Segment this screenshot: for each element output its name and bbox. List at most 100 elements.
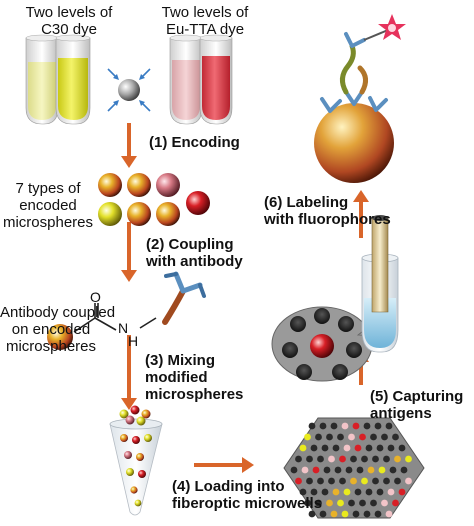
microwell <box>361 477 368 485</box>
c30-label-line1: Two levels of <box>25 4 113 21</box>
step-3-label: (3) Mixing modified microspheres <box>145 352 243 403</box>
microwell <box>385 510 393 518</box>
microwell <box>370 499 377 507</box>
microwell <box>394 455 401 463</box>
types-line1: 7 types of <box>15 180 81 197</box>
microwell <box>352 422 360 430</box>
microwell <box>308 510 316 518</box>
microwell <box>321 488 329 496</box>
microwell <box>345 466 353 474</box>
microwell <box>361 455 368 463</box>
microwell <box>310 488 318 496</box>
c30-label-line2: C30 dye <box>41 21 97 38</box>
microwell <box>337 433 344 441</box>
microwell <box>356 466 364 474</box>
microwell <box>359 499 366 507</box>
microwell <box>323 466 331 474</box>
types-line3: microspheres <box>2 214 94 231</box>
microwell <box>332 444 340 452</box>
microwell <box>315 499 322 507</box>
microwell <box>343 488 351 496</box>
microwell <box>295 477 302 485</box>
seven-types-label: 7 types of encoded microspheres <box>0 180 96 231</box>
microwell <box>319 510 327 518</box>
microwell <box>405 477 412 485</box>
microwell <box>317 477 324 485</box>
step-5-line1: (5) Capturing <box>370 388 464 405</box>
step-2-label: (2) Coupling with antibody <box>146 236 243 270</box>
microwell <box>363 422 371 430</box>
microwell <box>350 477 357 485</box>
microwell <box>328 477 335 485</box>
microwell <box>394 477 401 485</box>
microwell <box>354 488 362 496</box>
microwell <box>315 433 322 441</box>
microwell <box>299 444 307 452</box>
microwell <box>343 444 351 452</box>
microwell <box>341 510 349 518</box>
labeled-microsphere <box>314 14 406 183</box>
microwell <box>321 444 329 452</box>
microwell <box>398 444 406 452</box>
microwell <box>334 466 342 474</box>
microwell <box>385 422 393 430</box>
step-5-line2: antigens <box>370 405 432 422</box>
microwell <box>301 466 309 474</box>
microwell <box>363 510 371 518</box>
microwell <box>337 499 344 507</box>
microwell <box>381 433 388 441</box>
microwell <box>352 510 360 518</box>
microwell <box>290 466 298 474</box>
ab-line1: Antibody coupled <box>0 304 116 321</box>
eu-tta-dye-tubes <box>169 34 233 125</box>
atom-oxygen: O <box>90 289 101 305</box>
microwell <box>367 466 375 474</box>
microwell <box>330 510 338 518</box>
step-2-line2: with antibody <box>146 253 243 270</box>
step-3-line1: (3) Mixing <box>145 352 215 369</box>
microwell <box>348 433 355 441</box>
microwell <box>400 466 408 474</box>
step-6-line1: (6) Labeling <box>264 194 349 211</box>
microwell <box>319 422 327 430</box>
microwell <box>374 422 382 430</box>
encoded-microspheres-grid <box>98 173 210 226</box>
microwell <box>392 499 399 507</box>
microwell <box>389 466 397 474</box>
step-1-label: (1) Encoding <box>149 134 240 151</box>
step-4-label: (4) Loading into fiberoptic microwells <box>172 478 322 512</box>
microwell <box>387 444 395 452</box>
step-6-label: (6) Labeling with fluorophores <box>264 194 391 228</box>
microwell <box>376 488 384 496</box>
microwell <box>312 466 320 474</box>
microwell <box>354 444 362 452</box>
step-3-line3: microspheres <box>145 386 244 403</box>
encoding-sphere <box>107 68 151 112</box>
c30-dye-label: Two levels of C30 dye <box>14 4 124 38</box>
atom-nitrogen: N <box>118 320 129 336</box>
step-4-line1: (4) Loading into <box>172 478 285 495</box>
step-4-line2: fiberoptic microwells <box>172 495 323 512</box>
microwell <box>383 477 390 485</box>
microwell <box>310 444 318 452</box>
microwell <box>350 455 357 463</box>
microwell <box>339 477 346 485</box>
microwell <box>306 455 313 463</box>
c30-dye-tubes <box>25 34 91 125</box>
step-1-text: (1) Encoding <box>149 134 240 151</box>
eu-tta-dye-label: Two levels of Eu-TTA dye <box>150 4 260 38</box>
microwell <box>306 477 313 485</box>
microwell <box>339 455 346 463</box>
ab-line2: on encoded <box>11 321 91 338</box>
antibody-coupled-label: Antibody coupled on encoded microspheres <box>0 304 116 355</box>
microwell <box>332 488 340 496</box>
microwell <box>326 499 333 507</box>
fiberoptic-array <box>283 417 425 519</box>
step-3-line2: modified <box>145 369 208 386</box>
microwell <box>365 444 373 452</box>
eu-label-line2: Eu-TTA dye <box>165 21 245 38</box>
types-line2: encoded <box>19 197 77 214</box>
step-6-line2: with fluorophores <box>264 211 391 228</box>
microwell <box>317 455 324 463</box>
